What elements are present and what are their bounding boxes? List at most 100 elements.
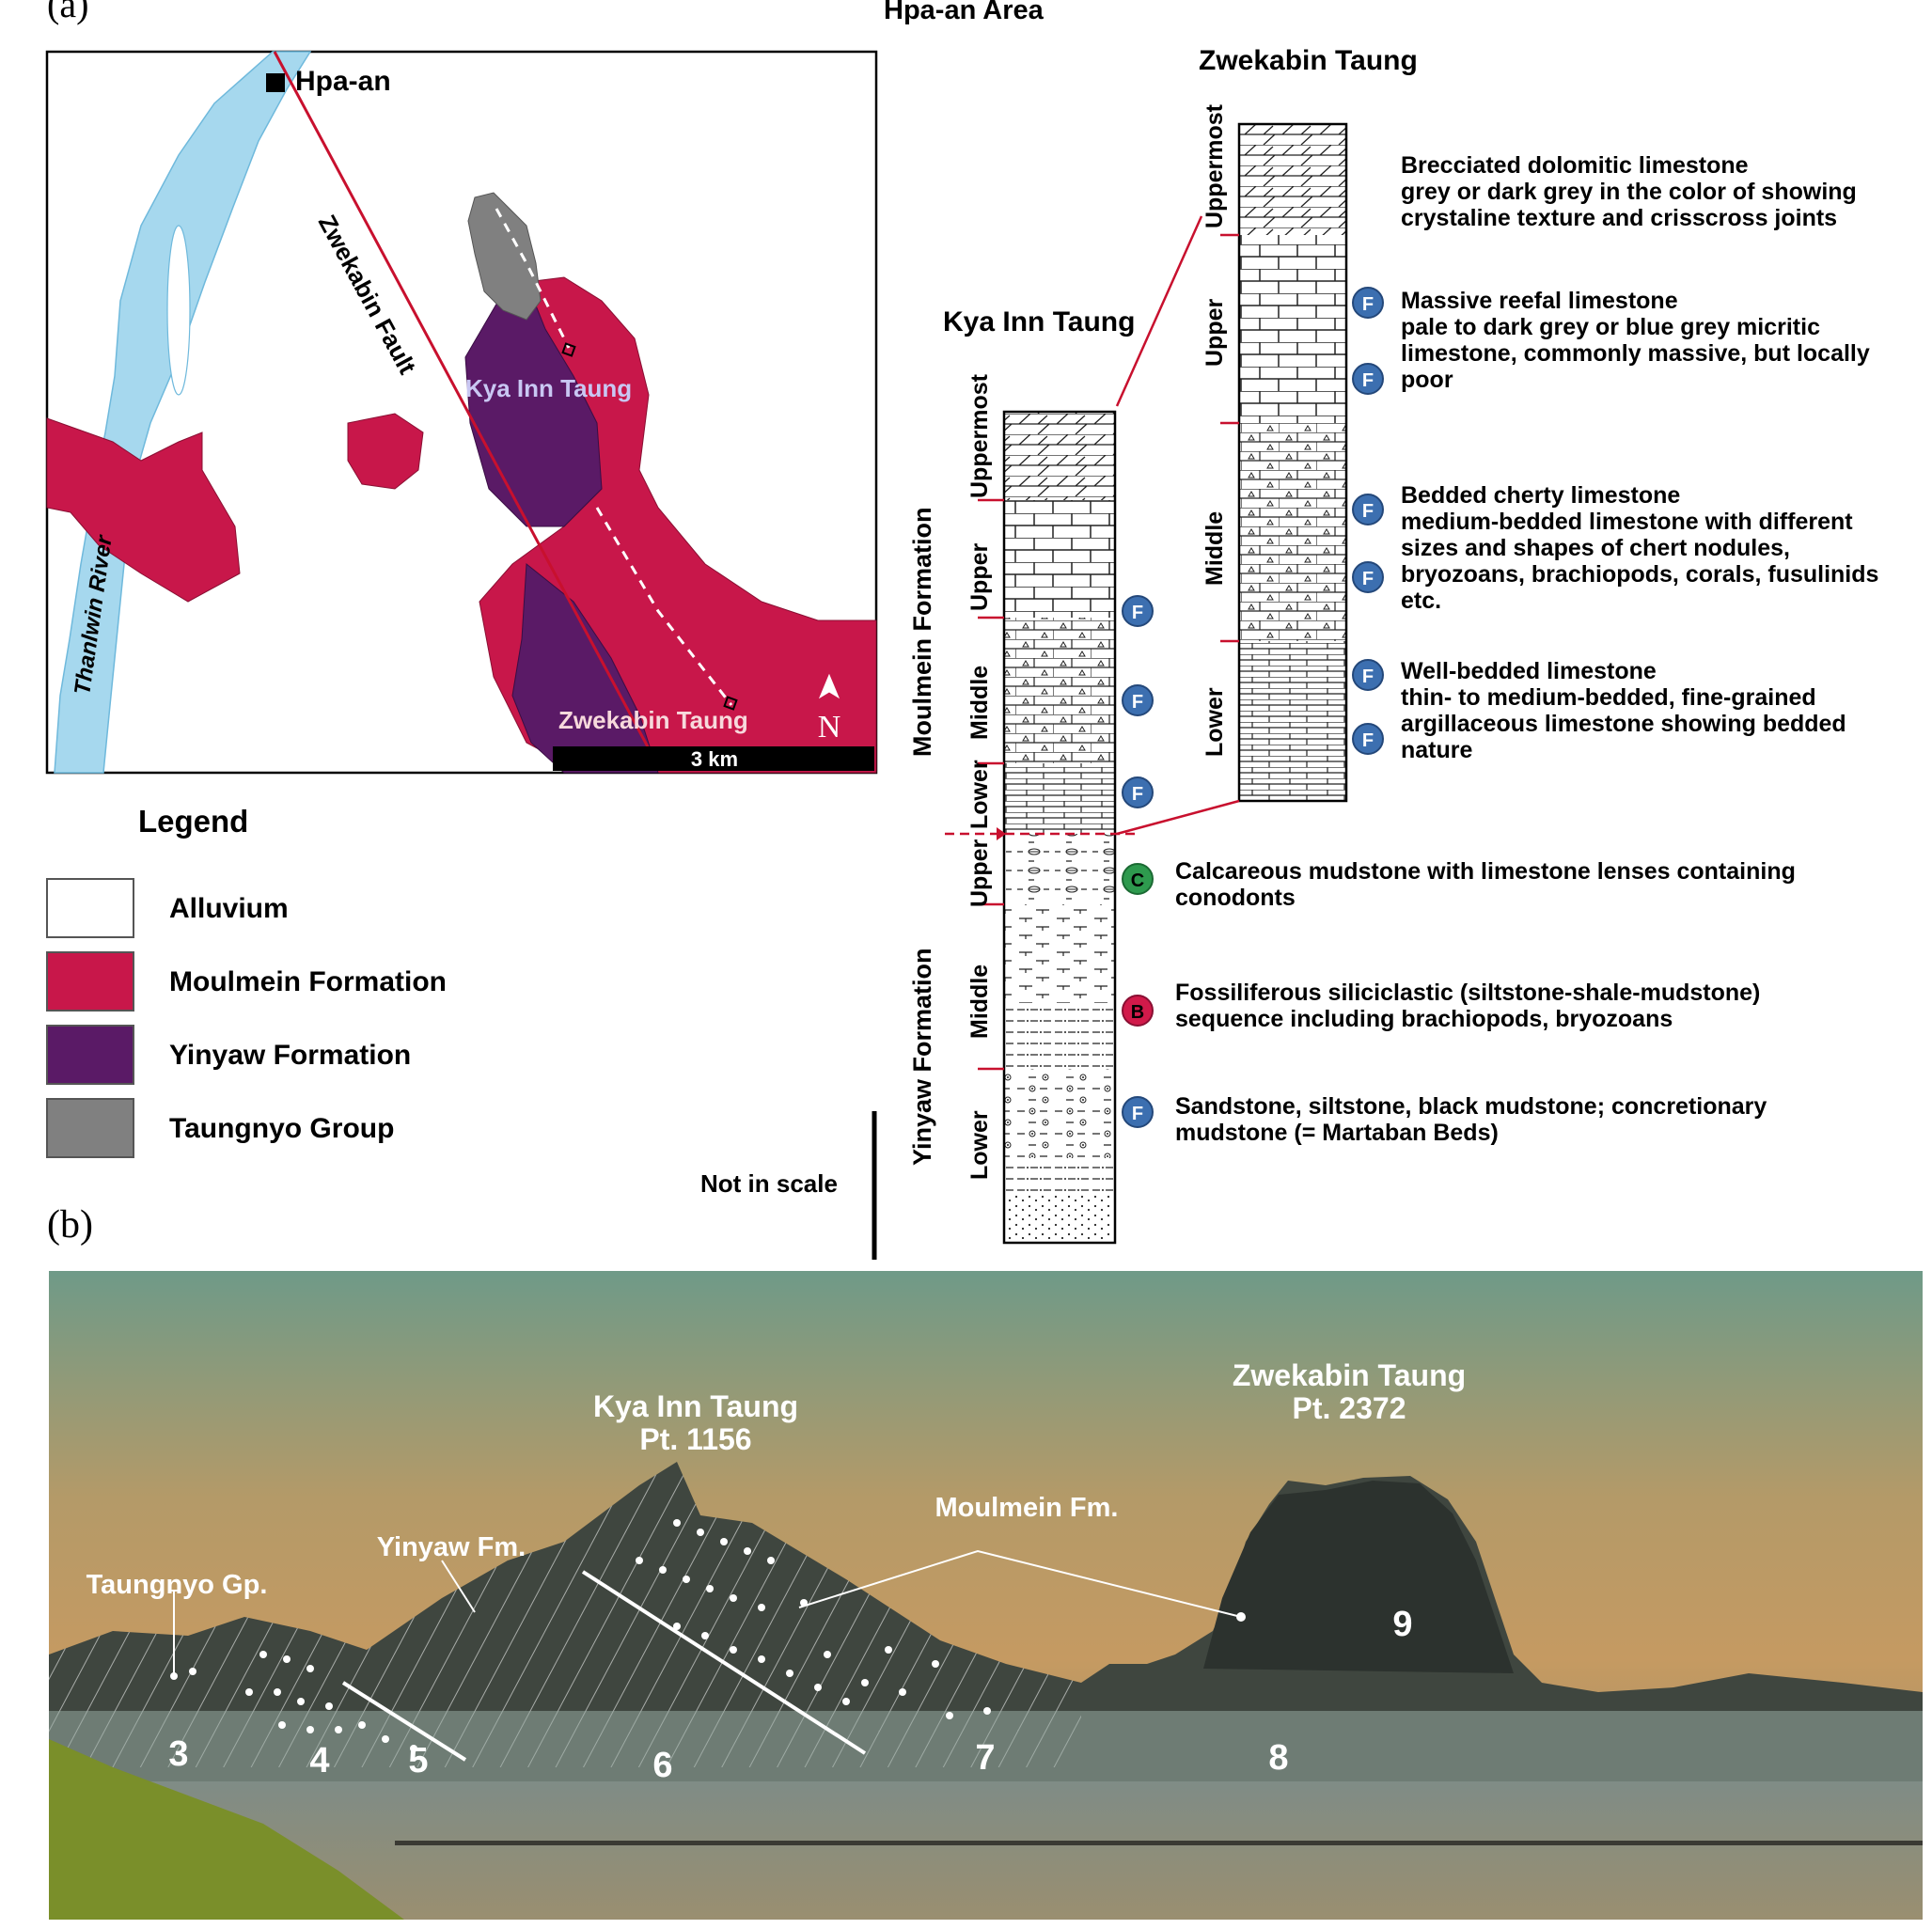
unit-number: 7 [975, 1738, 995, 1778]
svg-text:F: F [1362, 294, 1374, 315]
desc-uppermost-heading: Brecciated dolomitic limestone [1401, 152, 1749, 179]
unit-number: 4 [309, 1741, 329, 1780]
unit-middle-right [1239, 423, 1346, 641]
unit-label-y-lower: Lower [966, 1110, 993, 1180]
desc-lower-line: thin- to medium-bedded, fine-grained [1401, 684, 1816, 711]
town-label: Hpa-an [295, 66, 391, 97]
legend-label: Alluvium [169, 893, 289, 924]
bedding-lines [49, 1462, 1081, 1767]
legend-swatch [46, 1025, 134, 1085]
desc-middle-heading: Bedded cherty limestone [1401, 482, 1680, 509]
fossil-icon: F [1352, 494, 1384, 525]
yinyaw-area-south [511, 563, 659, 774]
taungnyo-label: Taungnyo Gp. [86, 1570, 268, 1600]
fossil-icon: F [1122, 1096, 1154, 1128]
panel-a-label: (a) [47, 0, 88, 25]
unit-lower-right [1239, 641, 1346, 801]
svg-text:F: F [1362, 569, 1374, 589]
unit-upper-right [1239, 235, 1346, 423]
legend-label: Taungnyo Group [169, 1113, 394, 1144]
svg-text:C: C [1131, 870, 1144, 891]
desc-upper-line: pale to dark grey or blue grey micritic [1401, 314, 1820, 340]
legend-title: Legend [138, 804, 248, 839]
svg-text:F: F [1132, 784, 1143, 805]
zwekabin-column: Uppermost Upper Middle Lower [1115, 103, 1348, 836]
right-column-title: Zwekabin Taung [1199, 45, 1418, 76]
unit-number: 3 [168, 1734, 188, 1774]
taungnyo-area [467, 192, 542, 321]
moulmein-label: Moulmein Fm. [935, 1493, 1119, 1523]
svg-text:F: F [1132, 603, 1143, 623]
desc-y-middle-line: sequence including brachiopods, bryozoan… [1175, 1006, 1673, 1032]
river-shape [54, 51, 312, 774]
desc-uppermost-line: grey or dark grey in the color of showin… [1401, 179, 1857, 205]
geologic-map: Hpa-an Zwekabin Fault Thanlwin River Kya… [45, 50, 878, 775]
site-marker-zwekabin [723, 696, 738, 711]
desc-middle-line: medium-bedded limestone with different [1401, 509, 1853, 535]
svg-text:F: F [1132, 692, 1143, 713]
desc-y-lower-line: Sandstone, siltstone, black mudstone; co… [1175, 1093, 1767, 1120]
desc-y-upper-line: Calcareous mudstone with limestone lense… [1175, 858, 1796, 885]
area-title: Hpa-an Area [884, 0, 1045, 25]
unit-lower-left [1004, 763, 1115, 834]
fossil-icon: F [1352, 287, 1384, 319]
unit-y-lower-concr [1004, 1069, 1115, 1158]
left-unit-ticks [978, 498, 1004, 1071]
site-marker-kya-inn [561, 342, 576, 357]
site-label-kya-inn: Kya Inn Taung [465, 374, 632, 402]
desc-upper-line: poor [1401, 367, 1453, 393]
desc-y-upper-line: conodonts [1175, 885, 1296, 911]
desc-middle-line: bryozoans, brachiopods, corals, fusulini… [1401, 561, 1878, 588]
traverse-north [495, 208, 571, 349]
boundary-arrow-icon [997, 827, 1006, 840]
desc-y-middle-line: Fossiliferous siliciclastic (siltstone-s… [1175, 980, 1760, 1006]
peak1-name: Kya Inn Taung [593, 1389, 798, 1423]
moulmein-area-small [347, 413, 424, 490]
svg-text:F: F [1362, 370, 1374, 391]
legend-swatch [46, 1098, 134, 1158]
legend-swatch [46, 951, 134, 1012]
unit-number: 6 [652, 1746, 672, 1785]
legend-label: Moulmein Formation [169, 966, 447, 997]
foreground-grass [49, 1739, 404, 1920]
panel-b-label: (b) [47, 1203, 93, 1247]
correlation-line-top [1115, 215, 1203, 407]
left-column-title: Kya Inn Taung [943, 306, 1135, 337]
legend-swatch [46, 878, 134, 938]
formation-label-yinyaw: Yinyaw Formation [908, 948, 936, 1166]
north-label: N [818, 710, 841, 745]
unit-label-lower-right: Lower [1202, 687, 1228, 757]
desc-uppermost-line: crystaline texture and crisscross joints [1401, 205, 1837, 231]
site-label-zwekabin: Zwekabin Taung [558, 706, 748, 734]
svg-text:F: F [1362, 730, 1374, 751]
peak2-name: Zwekabin Taung [1233, 1358, 1466, 1392]
dot-markers [170, 1519, 1246, 1752]
right-unit-ticks [1220, 233, 1239, 643]
formation-label-moulmein: Moulmein Formation [908, 508, 936, 758]
fossil-icon: F [1352, 561, 1384, 593]
fossil-icon: F [1352, 723, 1384, 755]
desc-y-lower-line: mudstone (= Martaban Beds) [1175, 1120, 1499, 1146]
left-column-frame [1002, 410, 1117, 1245]
kya-inn-column: Moulmein Formation Yinyaw Formation Uppe… [908, 373, 1138, 1245]
scale-bar [553, 746, 874, 771]
fossil-icon: F [1122, 776, 1154, 808]
zwekabin-fault-line [273, 51, 652, 753]
svg-text:F: F [1362, 501, 1374, 522]
desc-lower-heading: Well-bedded limestone [1401, 658, 1657, 684]
traverse-south [595, 507, 733, 706]
peak2-elevation: Pt. 2372 [1293, 1391, 1406, 1425]
unit-label-lower-left: Lower [966, 760, 993, 829]
unit-label-upper-right: Upper [1202, 299, 1228, 368]
leader-moulmein [798, 1549, 1242, 1618]
unit-label-upper-left: Upper [966, 543, 993, 612]
north-arrow-icon [818, 673, 840, 699]
conodont-icon: C [1122, 863, 1154, 895]
unit-label-y-middle: Middle [966, 964, 993, 1039]
unit-number: 8 [1268, 1738, 1288, 1778]
unit-y-middle-silt [1004, 1003, 1115, 1069]
desc-middle-line: sizes and shapes of chert nodules, [1401, 535, 1790, 561]
unit-y-lower-sand [1004, 1196, 1115, 1243]
